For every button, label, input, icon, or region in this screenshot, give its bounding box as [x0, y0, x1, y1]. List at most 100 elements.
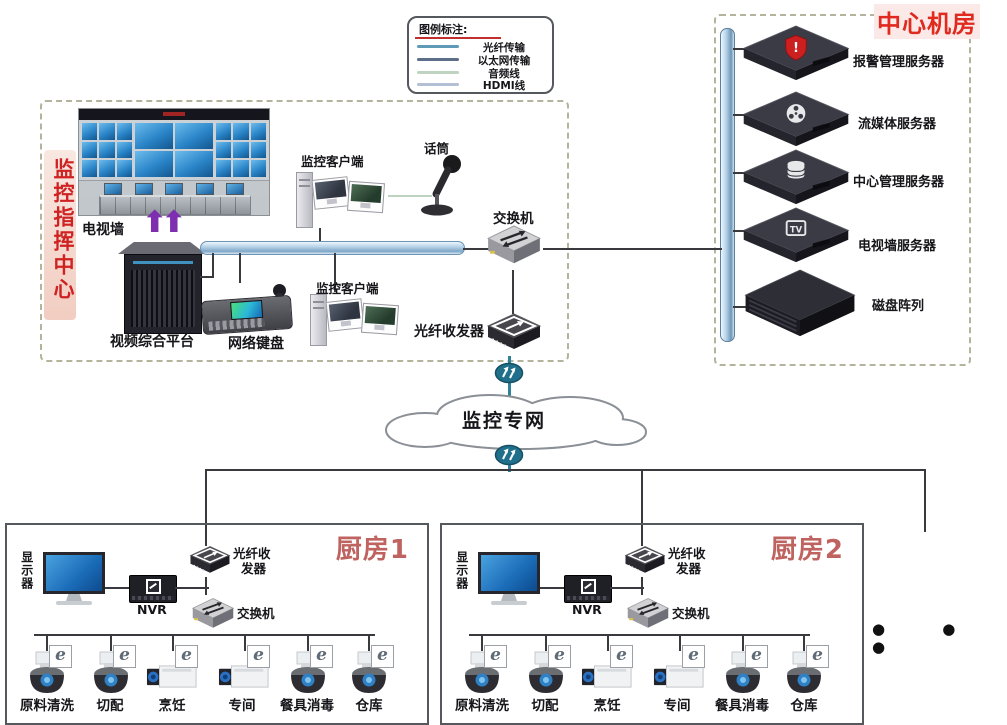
camera-drop-line [368, 635, 370, 651]
legend-label-ethernet: 以太网传输 [477, 55, 531, 67]
switch-to-machine-room-line [543, 248, 722, 250]
database-icon [787, 160, 805, 179]
legend-title-underline [415, 37, 501, 39]
machine-room-backbone-bus [720, 28, 735, 342]
tv-wall-header [79, 109, 269, 120]
connector-line [540, 587, 564, 589]
camera-manifold-line [469, 634, 810, 636]
legend-line-fiber [417, 45, 459, 48]
kitchen1-nvr [129, 575, 177, 603]
more-kitchens-ellipsis: ● ● ● [872, 620, 982, 656]
operator-monitors-row [79, 180, 269, 195]
tv-wall [78, 108, 270, 216]
connector-line [733, 306, 747, 308]
command-center-box [40, 100, 569, 362]
command-center-title: 监控指挥中心 [51, 158, 75, 302]
client-top-label: 监控客户端 [301, 154, 364, 169]
network-keyboard-label: 网络键盘 [228, 336, 284, 352]
ie-badge-icon: e [548, 645, 571, 668]
kitchen2-fiber-label-line1: 光纤收 [668, 546, 706, 561]
camera-label: 餐具消毒 [715, 698, 769, 714]
kitchen2-switch-icon [626, 597, 670, 633]
client-bottom-label: 监控客户端 [316, 281, 379, 296]
connector-line [200, 276, 214, 278]
cc-fiber-transceiver-label: 光纤收发器 [414, 324, 484, 340]
network-keyboard [200, 284, 294, 336]
ie-badge-icon: e [484, 645, 507, 668]
tv-icon: TV [785, 220, 807, 236]
management-server [740, 148, 852, 208]
camera-label: 原料清洗 [20, 698, 74, 714]
connector-line [334, 253, 336, 292]
tvwall-server: TV [740, 206, 852, 266]
cc-switch-label: 交换机 [493, 211, 534, 227]
legend-line-hdmi [417, 83, 459, 86]
connector-line [610, 587, 644, 589]
camera-drop-line [307, 635, 309, 651]
machine-room-box [714, 14, 971, 366]
keyboard-screen [230, 299, 264, 321]
microphone-icon [412, 152, 468, 224]
cc-switch-icon [486, 224, 542, 270]
ie-badge-icon: e [371, 645, 394, 668]
disk-array-label: 磁盘阵列 [872, 299, 925, 314]
ie-badge-icon: e [175, 645, 198, 668]
tv-wall-screens [79, 120, 269, 180]
connector-line [212, 253, 214, 278]
kitchen1-switch-icon [191, 597, 235, 633]
connector-line [105, 587, 129, 589]
connector-line [239, 253, 241, 283]
legend-box: 图例标注: 光纤传输 以太网传输 音频线 HDMI线 [407, 16, 554, 94]
kitchen1-nvr-label: NVR [137, 602, 167, 617]
ie-badge-icon: e [113, 645, 136, 668]
camera-label: 仓库 [790, 698, 818, 714]
legend-line-audio [417, 71, 459, 74]
ie-badge-icon: e [806, 645, 829, 668]
kitchen2-nvr [564, 575, 612, 603]
legend-line-ethernet [417, 58, 459, 61]
kitchen1-monitor [43, 552, 105, 605]
ie-badge-icon: e [49, 645, 72, 668]
connector-line [512, 270, 514, 314]
connector-line [641, 577, 643, 595]
legend-label-fiber: 光纤传输 [483, 42, 525, 54]
management-server-label: 中心管理服务器 [853, 175, 945, 190]
legend-label-audio: 音频线 [488, 68, 520, 80]
camera-label: 专间 [228, 698, 256, 714]
kitchen2-monitor [478, 552, 540, 605]
cc-fiber-transceiver-icon [486, 312, 542, 356]
tv-wall-label: 电视墙 [82, 222, 124, 238]
camera-label: 餐具消毒 [280, 698, 334, 714]
connector-line [733, 172, 753, 174]
monitoring-client-bottom [310, 292, 408, 358]
audio-line [388, 195, 432, 197]
hdmi-up-arrows-icon: ⬆⬆ [142, 205, 186, 240]
led-strip [163, 112, 185, 116]
svg-text:TV: TV [790, 224, 803, 234]
legend-title: 图例标注: [419, 23, 468, 36]
kitchen1-fiber-label-line1: 光纤收 [233, 546, 271, 561]
distribution-line [205, 469, 926, 471]
disk-array [742, 268, 858, 340]
legend-label-hdmi: HDMI线 [482, 80, 526, 92]
kitchen2-nvr-label: NVR [572, 602, 602, 617]
kitchen2-box: 厨房2 显示器 NVR 光纤收 发器 交换机 e 原料清洗 e 切配 [440, 523, 864, 725]
command-center-title-strip: 监控指挥中心 [44, 150, 76, 320]
camera-drop-line [481, 635, 483, 651]
kitchen2-fiber-transceiver-icon [624, 545, 666, 578]
kitchen2-switch-label: 交换机 [672, 606, 710, 621]
link-connector-icon [494, 362, 524, 384]
video-platform-top [118, 242, 206, 254]
microphone-label: 话筒 [424, 141, 450, 156]
camera-drop-line [742, 635, 744, 651]
camera-label: 烹饪 [593, 698, 621, 714]
ie-badge-icon: e [310, 645, 333, 668]
future-kitchen-drop-line [924, 470, 926, 532]
tvwall-server-label: 电视墙服务器 [858, 239, 937, 254]
kitchen1-fiber-transceiver-icon [189, 545, 231, 578]
kitchen1-drop-line [205, 470, 207, 546]
ie-badge-icon: e [745, 645, 768, 668]
camera-drop-line [172, 635, 174, 651]
media-server [740, 90, 852, 150]
